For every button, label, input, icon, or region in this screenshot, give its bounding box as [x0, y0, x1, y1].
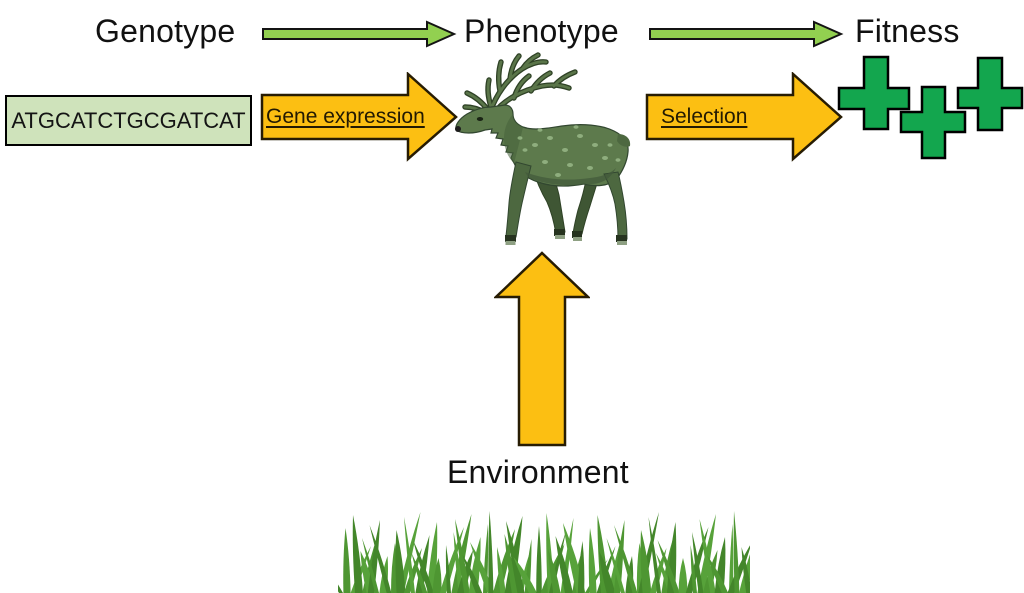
phenotype-label: Phenotype	[464, 13, 619, 49]
gene-expression-label: Gene expression	[266, 105, 425, 128]
orange-right-arrow-shape	[645, 72, 843, 162]
fitness-label: Fitness	[855, 13, 960, 49]
orange-up-arrow-shape	[494, 251, 590, 447]
plus-icon	[837, 55, 911, 131]
deer-belly-shading	[525, 168, 616, 186]
deer-spots	[517, 125, 621, 177]
genotype-sequence-box: ATGCATCTGCGATCAT	[5, 95, 252, 146]
selection-label: Selection	[661, 105, 748, 128]
environment-arrow-icon	[494, 251, 590, 447]
orange-right-arrow-shape	[260, 72, 458, 162]
deer-illustration	[455, 50, 631, 245]
genotype-to-phenotype-arrow-icon	[262, 20, 457, 48]
green-right-arrow-shape	[649, 20, 844, 48]
plus-icon	[899, 85, 967, 160]
plus-icon	[956, 56, 1024, 132]
green-right-arrow-shape	[262, 20, 457, 48]
genotype-label: Genotype	[95, 13, 236, 49]
deer-neck-shading	[504, 114, 523, 163]
deer-nose	[455, 126, 461, 132]
deer-hooves	[505, 229, 627, 245]
deer-eye	[476, 117, 484, 121]
environment-label: Environment	[447, 454, 629, 490]
deer-tail	[617, 134, 631, 147]
deer-far-hind-leg	[572, 179, 599, 235]
phenotype-to-fitness-arrow-icon	[649, 20, 844, 48]
grass-blades	[338, 511, 750, 593]
grass-illustration	[338, 511, 750, 593]
deer-body	[455, 104, 629, 187]
fitness-plus-icons	[837, 55, 1024, 160]
deer-near-hind-leg	[603, 171, 628, 240]
genotype-sequence-text: ATGCATCTGCGATCAT	[11, 107, 246, 133]
gene-expression-arrow-icon	[260, 72, 458, 162]
selection-arrow-icon	[645, 72, 843, 162]
